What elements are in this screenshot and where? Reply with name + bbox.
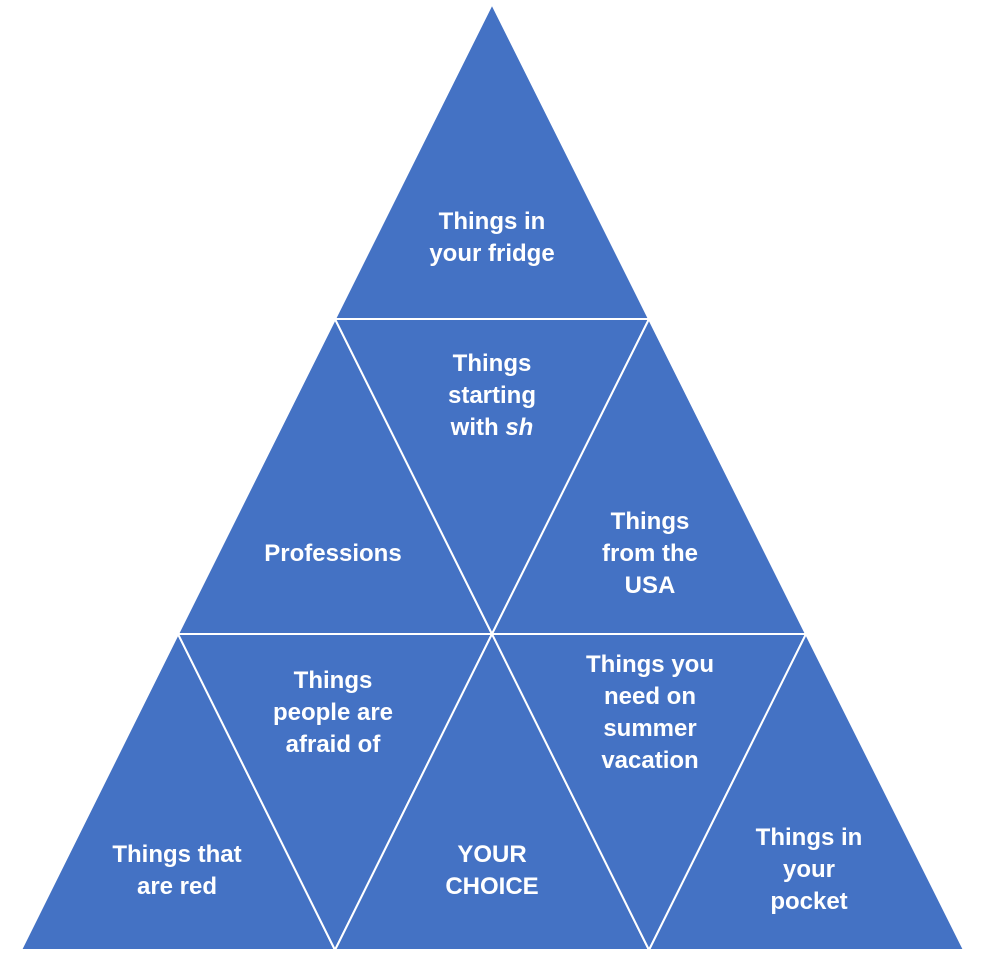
label-top: Things in your fridge [392,206,592,270]
label-line: from the [602,540,698,567]
label-line: Things [452,350,532,377]
label-line: people are [272,699,394,726]
label-mid-left: Professions [233,538,433,570]
label-line: Things [610,508,690,535]
label-line: Professions [264,540,402,567]
label-line: need on [603,683,696,710]
label-line: Things that [112,841,242,868]
label-line: are red [136,873,218,900]
label-emphasis: sh [505,414,534,441]
label-line: Things you [586,651,714,678]
label-bottom-right-inner: Things you need on summer vacation [550,649,750,777]
label-mid-right: Things from the USA [550,506,750,602]
label-line: Things [293,667,373,694]
label-bottom-right: Things in your pocket [709,822,909,918]
label-line: pocket [770,888,848,915]
label-line: afraid of [285,731,381,758]
label-line: starting [447,382,536,409]
label-line: Things in [755,824,863,851]
label-line: your fridge [429,240,555,267]
label-line: USA [624,572,676,599]
label-line: Things in [438,208,546,235]
label-bottom-left: Things that are red [77,839,277,903]
label-line: summer [603,715,697,742]
label-line: YOUR [457,841,527,868]
label-line: CHOICE [445,873,539,900]
label-mid-center: Things starting with sh [392,348,592,444]
label-line: vacation [601,747,699,774]
tile-top [333,1,651,320]
label-line: with sh [392,412,592,444]
label-text: with [450,414,506,441]
tile-bottom-right [647,631,966,951]
label-line: your [782,856,835,883]
label-bottom-center: YOUR CHOICE [392,839,592,903]
label-bottom-left-inner: Things people are afraid of [233,665,433,761]
